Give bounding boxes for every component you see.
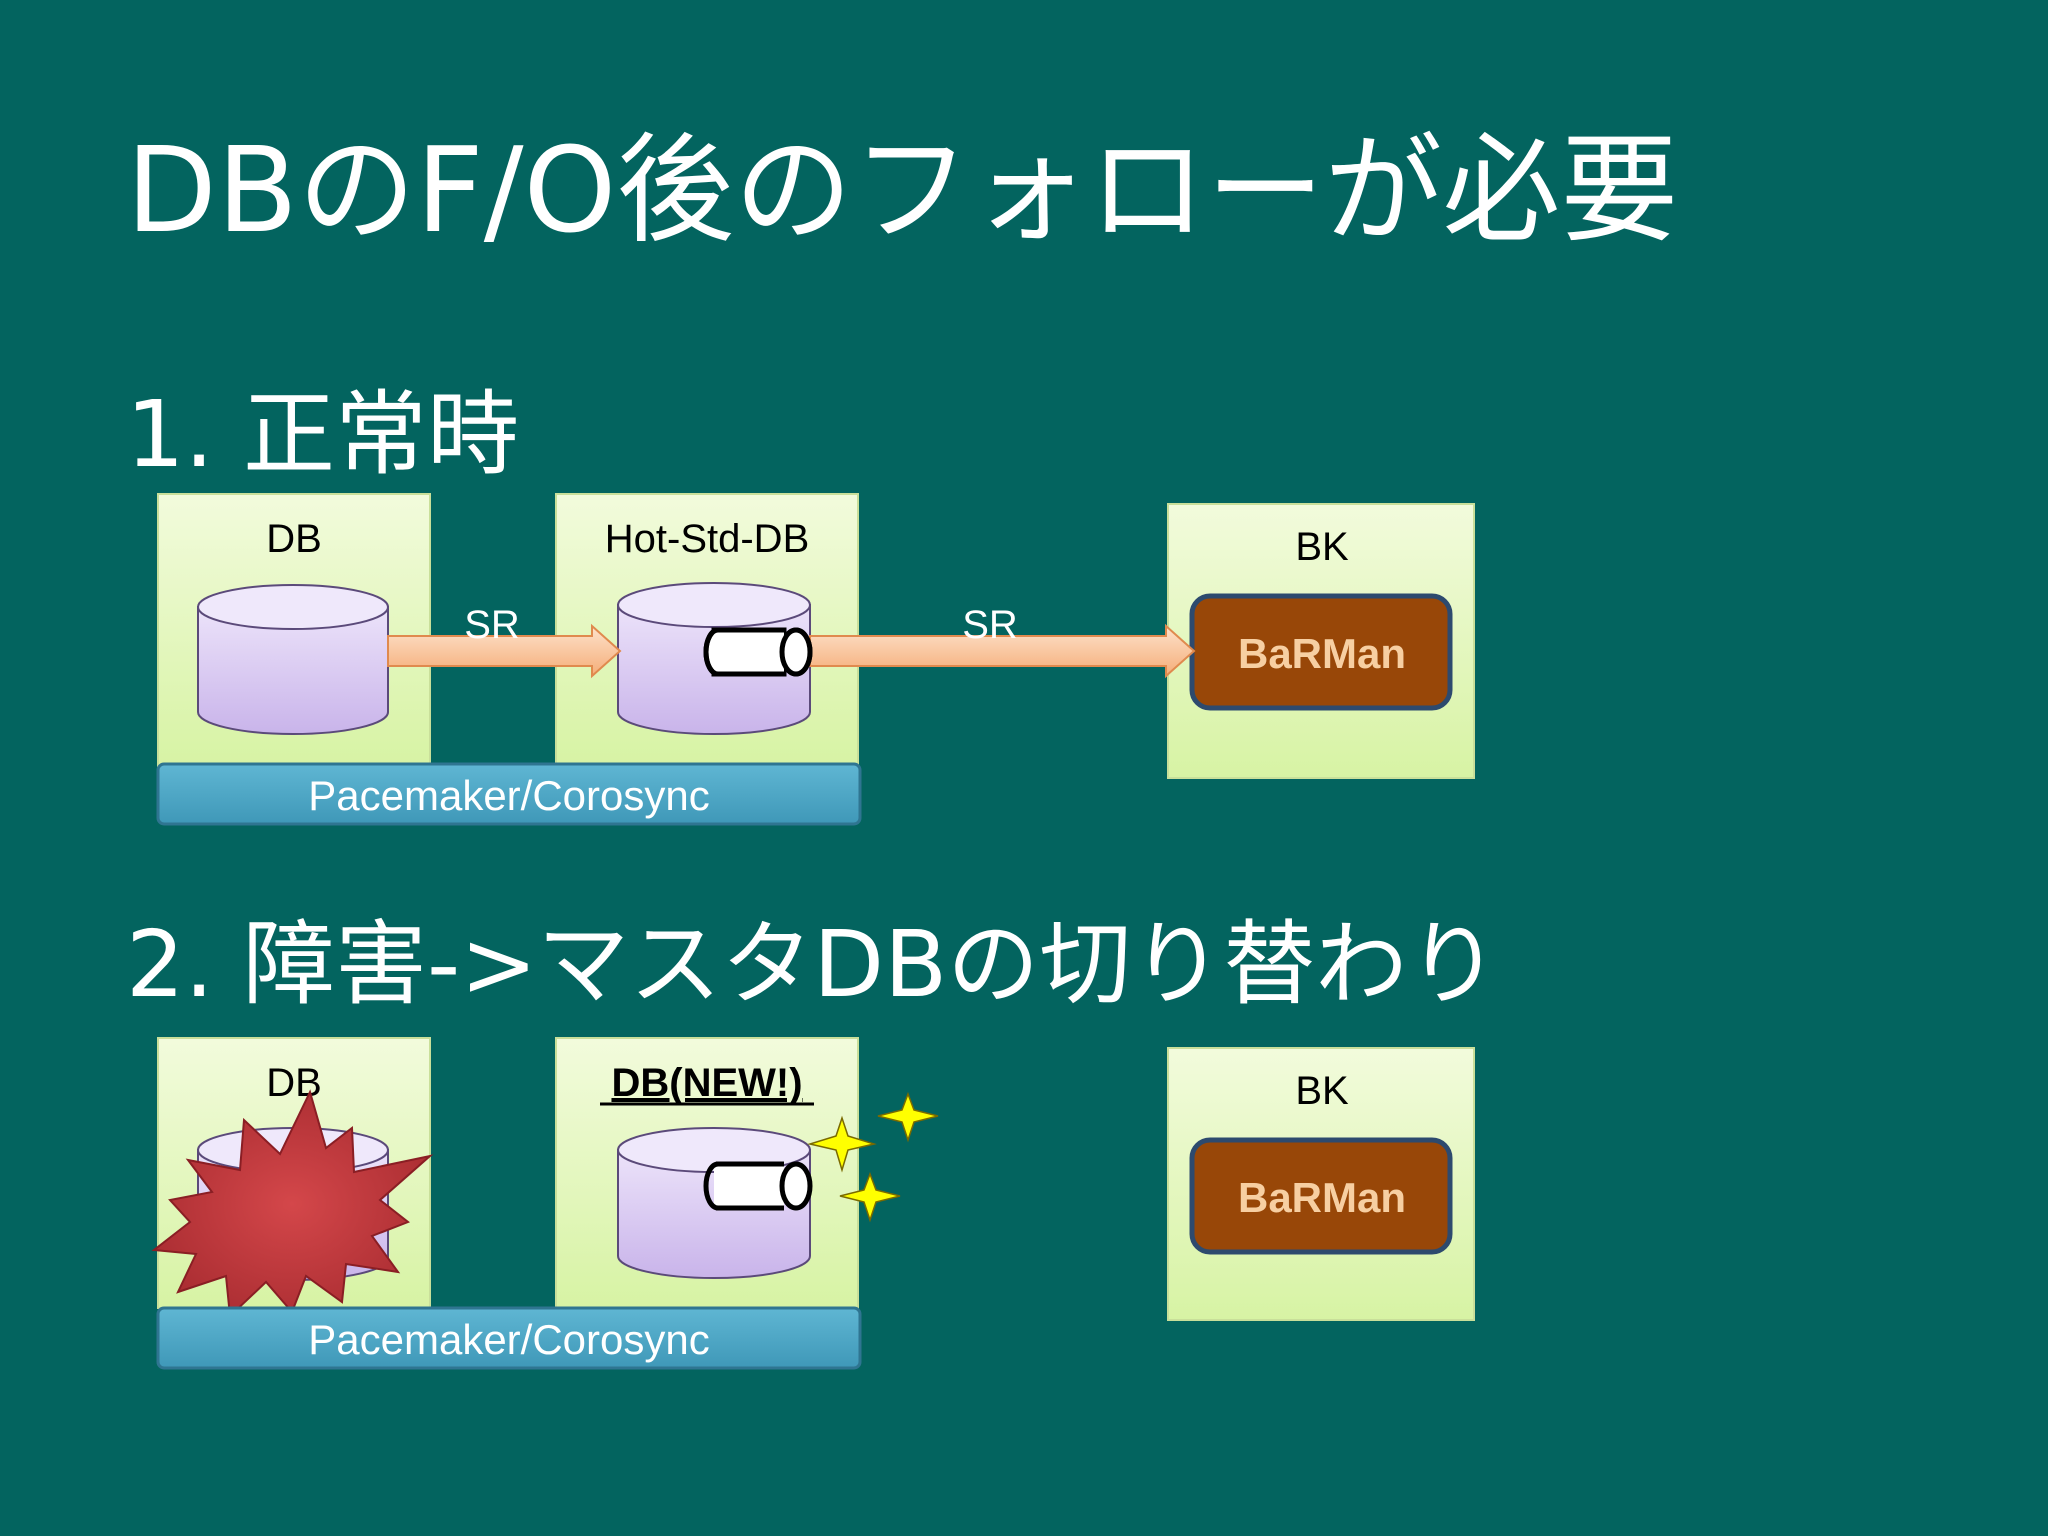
db-node-label: DB — [266, 517, 322, 561]
sparkle-icons — [807, 1091, 939, 1223]
bk-node-2: BK BaRMan — [1167, 1047, 1475, 1321]
cluster-bar-label: Pacemaker/Corosync — [308, 1316, 709, 1363]
slide-title: DBのF/O後のフォローが必要 — [126, 121, 1679, 259]
failure-burst-icon — [151, 1089, 434, 1319]
bk-node-label: BK — [1295, 1069, 1349, 1113]
new-db-node-label: DB(NEW!) — [611, 1061, 802, 1105]
section-2-heading: 2. 障害->マスタDBの切り替わり — [126, 911, 1500, 1018]
cluster-bar-2: Pacemaker/Corosync — [156, 1306, 862, 1370]
sparkle-icon — [877, 1091, 939, 1143]
barman-box — [1189, 1137, 1453, 1255]
new-db-node: DB(NEW!) — [555, 1037, 859, 1309]
db-node-2: DB — [151, 1037, 434, 1319]
barman-label: BaRMan — [1238, 1174, 1406, 1221]
barman-label: BaRMan — [1238, 630, 1406, 677]
section-2-diagram: DB DB(NEW!) — [151, 1037, 1475, 1370]
sparkle-icon — [807, 1115, 877, 1173]
standby-node-1: Hot-Std-DB — [555, 493, 859, 767]
bk-node-1: BK BaRMan — [1167, 503, 1475, 779]
database-cylinder-icon — [197, 584, 389, 735]
db-node-label: DB — [266, 1061, 322, 1105]
sr-label-1: SR — [464, 603, 520, 647]
sr-arrow-2 — [809, 623, 1196, 679]
wal-pipe-icon — [703, 1161, 813, 1211]
wal-pipe-icon — [703, 627, 813, 677]
sparkle-icon — [839, 1171, 901, 1223]
standby-node-label: Hot-Std-DB — [605, 517, 810, 561]
cluster-bar-1: Pacemaker/Corosync — [156, 762, 862, 826]
sr-arrow-1 — [387, 623, 622, 679]
section-1-diagram: DB Hot-Std-DB BK BaRMan SR — [156, 493, 1475, 826]
cluster-bar-label: Pacemaker/Corosync — [308, 772, 709, 819]
bk-node-label: BK — [1295, 525, 1349, 569]
sr-label-2: SR — [962, 603, 1018, 647]
section-1-heading: 1. 正常時 — [126, 381, 520, 488]
db-node-1: DB — [157, 493, 431, 767]
